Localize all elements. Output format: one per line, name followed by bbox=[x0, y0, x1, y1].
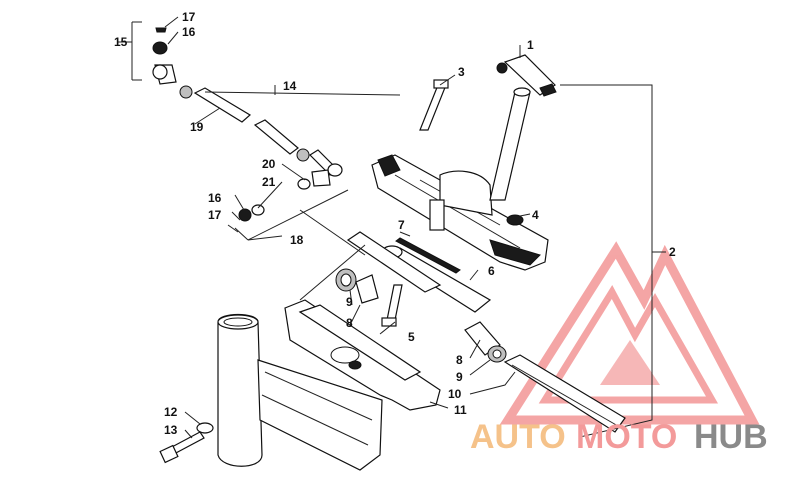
tie-rod-assembly bbox=[152, 27, 343, 187]
bolt-13 bbox=[159, 422, 214, 464]
callout-12: 12 bbox=[164, 405, 178, 419]
watermark-moto: MOTO bbox=[576, 418, 677, 456]
callout-3: 3 bbox=[458, 65, 465, 79]
watermark-hub: HUB bbox=[694, 418, 768, 456]
callout-8a: 8 bbox=[346, 316, 353, 330]
callout-9b: 9 bbox=[456, 370, 463, 384]
callout-1: 1 bbox=[527, 38, 534, 52]
callout-14: 14 bbox=[283, 79, 297, 93]
callout-4: 4 bbox=[532, 208, 539, 222]
bushing-right bbox=[464, 321, 507, 363]
callout-11: 11 bbox=[454, 403, 467, 417]
tie-rod-hardware bbox=[227, 178, 311, 233]
callout-6: 6 bbox=[488, 264, 495, 278]
lower-bracket bbox=[257, 299, 441, 471]
callout-7: 7 bbox=[398, 218, 405, 232]
callout-18: 18 bbox=[290, 233, 304, 247]
clamp-1 bbox=[496, 54, 557, 97]
callouts: 1 2 3 4 5 6 7 8 8 9 9 10 11 12 13 14 15 … bbox=[114, 10, 676, 437]
callout-17a: 17 bbox=[182, 10, 196, 24]
callout-20: 20 bbox=[262, 157, 276, 171]
watermark-logo bbox=[499, 241, 760, 425]
shim-7 bbox=[395, 237, 461, 274]
callout-15: 15 bbox=[114, 35, 128, 49]
callout-8b: 8 bbox=[456, 353, 463, 367]
leader-lines bbox=[118, 16, 666, 439]
watermark-auto: AUTO bbox=[470, 418, 566, 456]
bolt-3 bbox=[419, 79, 449, 131]
watermark-text: AUTO MOTO HUB bbox=[470, 418, 768, 456]
steering-stem bbox=[489, 87, 531, 201]
callout-13: 13 bbox=[164, 423, 178, 437]
callout-16a: 16 bbox=[182, 25, 196, 39]
bolt-5 bbox=[381, 284, 403, 327]
callout-16b: 16 bbox=[208, 191, 222, 205]
callout-2: 2 bbox=[669, 245, 676, 259]
steering-shaft bbox=[503, 354, 626, 433]
callout-5: 5 bbox=[408, 330, 415, 344]
callout-19: 19 bbox=[190, 120, 204, 134]
mount-tube bbox=[217, 313, 263, 467]
callout-21: 21 bbox=[262, 175, 276, 189]
bushing-left bbox=[335, 268, 379, 304]
callout-9a: 9 bbox=[346, 295, 353, 309]
pivot-tube bbox=[346, 231, 492, 313]
callout-17b: 17 bbox=[208, 208, 222, 222]
upper-housing bbox=[371, 154, 549, 271]
callout-10: 10 bbox=[448, 387, 462, 401]
